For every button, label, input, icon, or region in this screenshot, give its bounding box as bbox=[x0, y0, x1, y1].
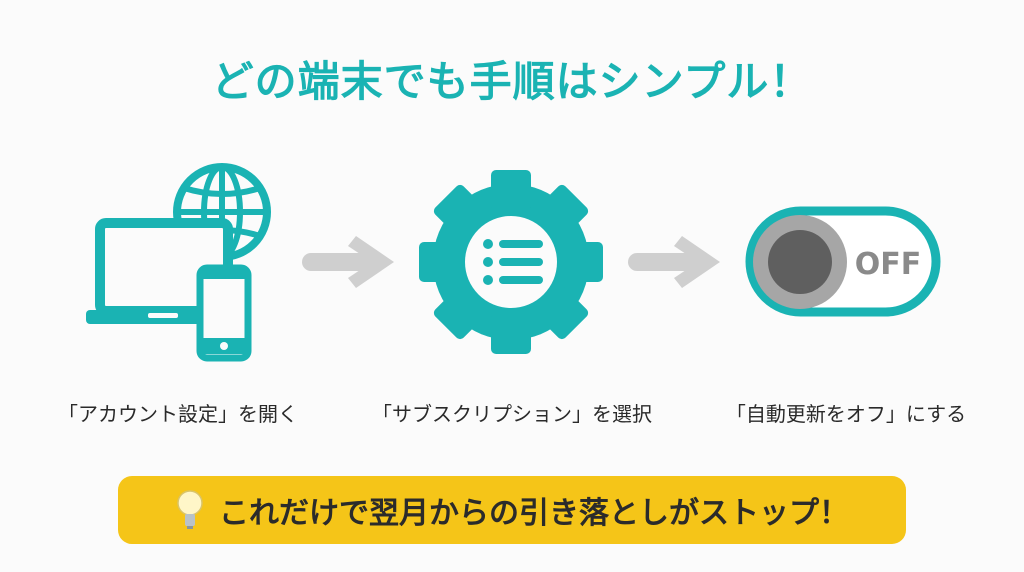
summary-banner: これだけで翌月からの引き落としがストップ！ bbox=[118, 476, 906, 544]
gear-list-icon bbox=[419, 170, 603, 354]
page-title: どの端末でも手順はシンプル！ bbox=[211, 57, 813, 106]
devices-globe-icon bbox=[86, 163, 271, 362]
arrow-right-icon bbox=[302, 236, 394, 288]
step-2-label: 「サブスクリプション」を選択 bbox=[372, 402, 652, 426]
lightbulb-icon bbox=[177, 490, 203, 529]
banner-text: これだけで翌月からの引き落としがストップ！ bbox=[219, 496, 849, 531]
toggle-off-icon: OFF bbox=[745, 206, 941, 317]
list-icon bbox=[483, 239, 543, 285]
arrow-right-icon bbox=[628, 236, 720, 288]
step-3-label: 「自動更新をオフ」にする bbox=[725, 402, 967, 426]
toggle-off-label: OFF bbox=[855, 247, 922, 282]
step-1-label: 「アカウント設定」を開く bbox=[58, 402, 298, 426]
